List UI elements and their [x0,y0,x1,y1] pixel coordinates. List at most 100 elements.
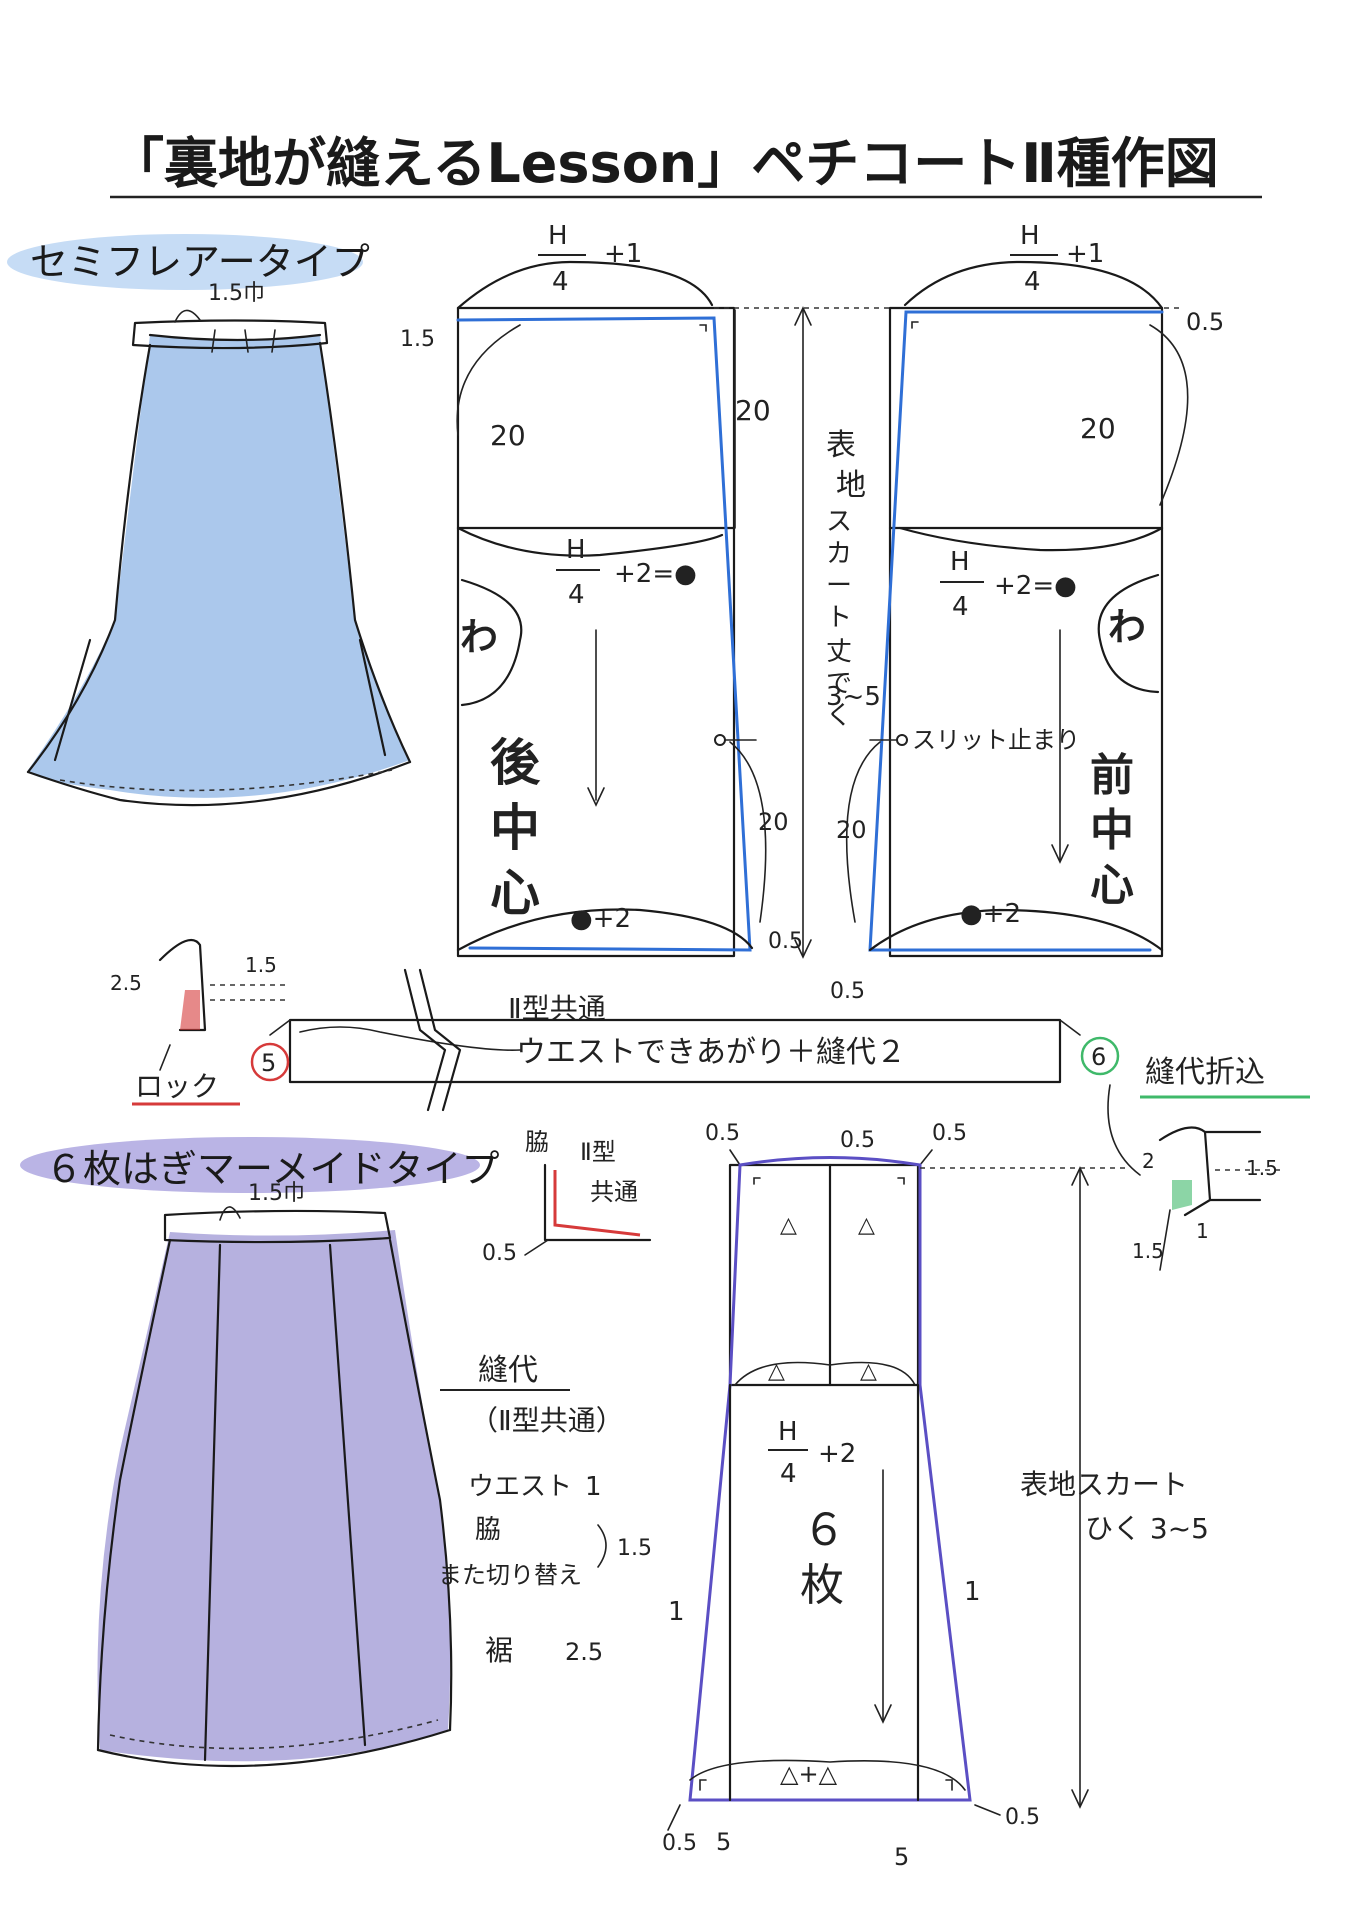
waistband-right-caption: 縫代折込 [1145,1055,1265,1090]
front-hem-add: ●+2 [960,899,1021,929]
bottom-margin-3: 5 [894,1843,909,1871]
front-top-measure-add: +1 [1066,239,1104,269]
back-center-char-2: 中 [490,799,540,857]
front-hip-den: 4 [952,592,969,622]
semi-flare-skirt-illustration: 1.5巾 [26,281,412,807]
length-note-char-7: 丈 [826,637,852,667]
mermaid-right-detail: 2 1.5 1 1.5 [1107,1084,1280,1271]
seam-heading: 縫代 [478,1353,538,1388]
seam-switch-label: また切り替え [438,1561,582,1589]
mermaid-side-detail: 脇 Ⅱ型 共通 0.5 [482,1128,652,1266]
back-top-measure-add: +1 [604,239,642,269]
length-note-char-1: 表 [826,428,856,463]
mermaid-hip-num: H [778,1417,798,1447]
front-wa-mark: わ [1108,605,1146,649]
waistband-left-detail: 2.5 1.5 ロック [110,938,290,1106]
left-detail-caption: ロック [135,1070,219,1103]
back-slit-length: 20 [758,808,789,836]
back-hip-num: H [566,535,586,565]
mermaid-hip-den: 4 [780,1459,797,1489]
front-slit-length: 20 [836,816,867,844]
mermaid-pieces-unit: 枚 [800,1560,844,1611]
front-hem-margin: 0.5 [830,979,865,1004]
mermaid-pieces: ６ [802,1505,846,1556]
top-margin-center: 0.5 [840,1128,875,1153]
bottom-margin-4: 0.5 [1005,1805,1040,1830]
triangle-2: △ [858,1213,875,1238]
seam-waist-label: ウエスト [468,1472,572,1502]
waistband-step-left: 5 [261,1049,276,1077]
front-hip-add: +2=● [994,571,1077,601]
length-note-value: 3~5 [826,682,881,712]
mermaid-hip-add: +2 [818,1439,856,1469]
waistband-label: ウエストできあがり＋縫代２ [516,1035,906,1070]
mermaid-label-highlight [20,1137,480,1193]
semi-flare-front-panel: H 4 +1 0.5 20 H 4 +2=● わ スリット止まり 前 中 心 2… [830,221,1224,1004]
back-hem-margin: 0.5 [768,929,803,954]
waistband: Ⅱ型共通 ウエストできあがり＋縫代２ 5 6 [250,968,1120,1112]
triangle-1: △ [780,1213,797,1238]
mermaid-waist-width: 1.5巾 [248,1181,305,1206]
seam-side-val: 1.5 [617,1536,652,1561]
back-left-margin: 1.5 [400,327,435,352]
back-yoke-depth-left: 20 [490,419,526,452]
top-margin-right: 0.5 [932,1121,967,1146]
back-top-measure-den: 4 [552,267,569,297]
length-note-char-3: ス [826,507,852,537]
seam-hem-val: 2.5 [565,1638,603,1666]
mermaid-type-label: ６枚はぎマーメイドタイプ [45,1147,499,1191]
mermaid-length-note-2: ひく 3~5 [1085,1512,1209,1545]
length-note-char-4: カ [826,539,852,569]
seam-allowance-notes: 縫代 （Ⅱ型共通） ウエスト 1 脇 また切り替え 1.5 裾 2.5 [438,1353,652,1667]
flare-right: 1 [964,1577,981,1607]
front-hip-num: H [950,547,970,577]
side-detail-v: 0.5 [482,1241,517,1266]
waistband-step-right: 6 [1091,1043,1106,1071]
mermaid-panel: 0.5 0.5 0.5 △ △ △ △ H 4 +2 ６ 枚 1 1 △+△ 0… [662,1121,1209,1871]
seam-waist-val: 1 [585,1472,602,1502]
flare-left: 1 [668,1597,685,1627]
semi-flare-waist-width: 1.5巾 [208,281,265,306]
back-hip-den: 4 [568,580,585,610]
semi-flare-type-label: セミフレアータイプ [30,240,370,284]
back-yoke-depth-right: 20 [735,394,771,427]
length-arrow: 表 地 ス カ ー ト 丈 で く 3~5 [714,306,1180,959]
left-detail-v2: 1.5 [245,953,277,977]
front-center-char-2: 中 [1090,805,1134,856]
seam-hem-label: 裾 [485,1634,513,1667]
back-center-char-1: 後 [490,734,541,792]
length-note-char-9: く [826,701,852,731]
mermaid-skirt-illustration: 1.5巾 [96,1181,453,1768]
semi-flare-label-highlight [7,234,363,290]
back-hem-add: ●+2 [570,904,631,934]
semi-flare-back-panel: H 4 +1 1.5 20 20 H 4 +2=● わ 後 中 心 20 ●+2… [400,221,803,958]
front-center-char-1: 前 [1090,750,1134,801]
front-yoke-depth: 20 [1080,412,1116,445]
front-top-measure-den: 4 [1024,267,1041,297]
page-title: 「裏地が縫えるLesson」ペチコートⅡ種作図 [110,132,1219,195]
triangle-4: △ [860,1359,877,1384]
right-detail-v3: 1 [1196,1219,1209,1243]
left-detail-v1: 2.5 [110,971,142,995]
front-top-measure-num: H [1020,221,1040,251]
length-note-char-8: で [826,669,852,699]
seam-side-label: 脇 [475,1515,501,1545]
right-detail-v4: 1.5 [1132,1239,1164,1263]
length-note-char-5: ー [826,571,852,601]
right-detail-v1: 2 [1142,1149,1155,1173]
bottom-margin-1: 0.5 [662,1831,697,1856]
front-slit-stop: スリット止まり [912,726,1080,754]
side-detail-l3: 共通 [590,1178,638,1206]
mermaid-hem-add: △+△ [780,1760,838,1788]
length-note-char-2: 地 [836,468,866,503]
front-right-margin: 0.5 [1186,308,1224,336]
length-note-char-6: ト [826,603,852,633]
side-detail-l1: 脇 [525,1128,549,1156]
side-detail-l2: Ⅱ型 [580,1138,616,1166]
right-detail-v2: 1.5 [1246,1156,1278,1180]
back-top-measure-num: H [548,221,568,251]
front-center-char-3: 心 [1090,860,1134,911]
seam-sub: （Ⅱ型共通） [470,1404,624,1437]
bottom-margin-2: 5 [716,1828,731,1856]
